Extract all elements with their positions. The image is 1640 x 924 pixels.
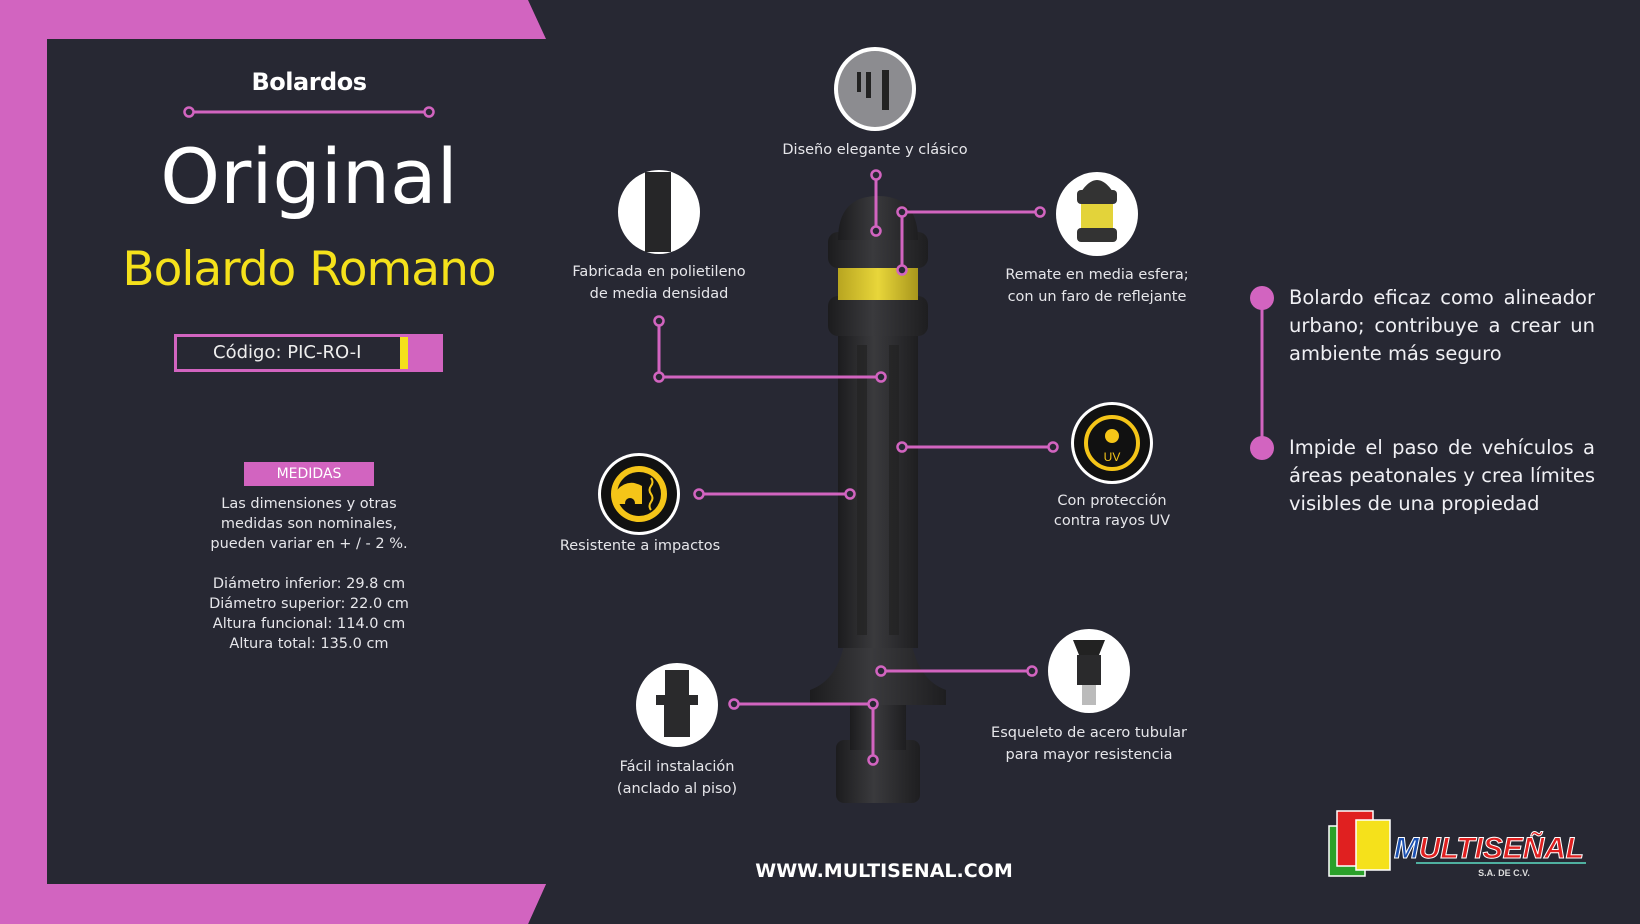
label-line: Con protección — [1057, 493, 1167, 509]
street-photo-icon — [834, 47, 916, 131]
spec-line: Diámetro inferior: 29.8 cm — [212, 576, 406, 592]
label-line: Fácil instalación — [619, 759, 735, 775]
anchor-install-icon — [636, 663, 718, 747]
polyethylene-texture-icon — [618, 170, 700, 254]
svg-text:UV: UV — [1104, 450, 1121, 464]
benefits-timeline — [1250, 286, 1274, 460]
label-line: Esqueleto de acero tubular — [991, 725, 1187, 741]
label-line: con un faro de reflejante — [1007, 289, 1187, 305]
code-box: Código: PIC-RO-I — [174, 334, 443, 372]
product-name: Bolardo Romano — [122, 242, 496, 297]
title-divider — [183, 106, 435, 118]
steel-skeleton-icon — [1048, 629, 1130, 713]
spec-line: Diámetro superior: 22.0 cm — [209, 596, 409, 612]
page-title: Original — [160, 132, 458, 221]
label-line: (anclado al piso) — [616, 781, 738, 797]
multisenal-logo: MULTISEÑAL S.A. DE C.V. — [1328, 810, 1586, 878]
website-link[interactable]: WWW.MULTISENAL.COM — [755, 860, 1013, 882]
note-line: pueden variar en + / - 2 %. — [210, 536, 408, 552]
impact-car-icon — [598, 453, 680, 535]
label-line: de media densidad — [589, 286, 729, 302]
svg-text:MULTISEÑAL: MULTISEÑAL — [1394, 831, 1584, 865]
dome-cap-icon — [1056, 172, 1138, 256]
feature-instalacion: Fácil instalación (anclado al piso) — [617, 756, 737, 800]
uv-protection-icon: UV — [1071, 402, 1153, 484]
feature-remate: Remate en media esfera; con un faro de re… — [1005, 264, 1188, 308]
connector-dots — [653, 169, 1059, 766]
label-line: Remate en media esfera; — [1005, 267, 1189, 283]
category-label: Bolardos — [251, 68, 368, 96]
feature-diseno: Diseño elegante y clásico — [782, 142, 968, 158]
bollard-image — [810, 196, 946, 803]
label-line: contra rayos UV — [1053, 513, 1171, 529]
feature-esqueleto: Esqueleto de acero tubular para mayor res… — [991, 722, 1187, 766]
svg-text:S.A. DE C.V.: S.A. DE C.V. — [1478, 868, 1530, 878]
medidas-note: Las dimensiones y otras medidas son nomi… — [209, 494, 409, 654]
feature-fabricada: Fabricada en polietileno de media densida… — [572, 261, 745, 305]
medidas-badge: MEDIDAS — [244, 462, 374, 486]
code-text: Código: PIC-RO-I — [213, 342, 362, 363]
feature-uv: Con protección contra rayos UV — [1054, 491, 1170, 531]
benefit-item: Bolardo eficaz como alineador urbano; co… — [1289, 286, 1595, 365]
spec-line: Altura funcional: 114.0 cm — [212, 616, 406, 632]
label-line: Fabricada en polietileno — [572, 264, 746, 280]
label-line: para mayor resistencia — [1005, 747, 1173, 763]
benefit-item: Impide el paso de vehículos a áreas peat… — [1289, 436, 1595, 515]
note-line: Las dimensiones y otras — [221, 496, 397, 512]
note-line: medidas son nominales, — [220, 516, 398, 532]
spec-line: Altura total: 135.0 cm — [229, 636, 389, 652]
feature-impacto: Resistente a impactos — [559, 538, 721, 554]
